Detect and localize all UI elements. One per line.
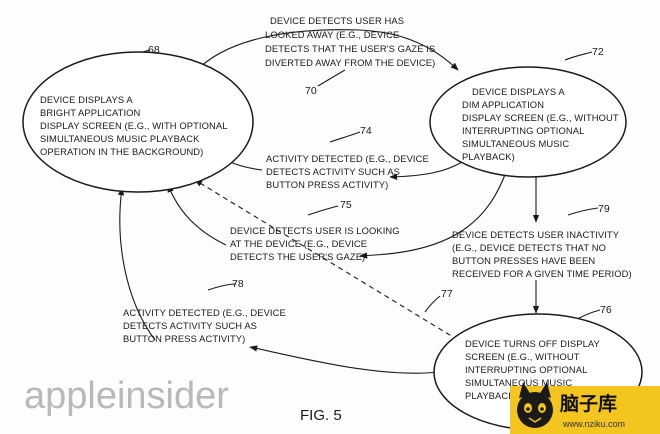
transition-looked-away-text: DEVICE DETECTS USER HAS LOOKED AWAY (E.G… — [265, 15, 438, 68]
leader-72 — [564, 51, 593, 61]
leader-75 — [307, 205, 339, 216]
leader-79 — [567, 207, 599, 216]
svg-text:www.nziku.com: www.nziku.com — [562, 419, 625, 429]
state-dim-text: DEVICE DISPLAYS A DIM APPLICATION DISPLA… — [462, 86, 621, 162]
leader-74 — [329, 131, 361, 143]
ref-78: 78 — [232, 278, 244, 290]
state-off-text: DEVICE TURNS OFF DISPLAY SCREEN (E.G., W… — [465, 338, 602, 401]
leader-78 — [207, 283, 237, 291]
ref-77: 77 — [441, 288, 453, 300]
ref-68: 68 — [148, 44, 160, 56]
state-dim-display — [429, 66, 627, 178]
ref-70: 70 — [305, 85, 317, 97]
nziku-watermark: 脑子库 www.nziku.com — [510, 382, 660, 434]
transition-activity-dim-text: ACTIVITY DETECTED (E.G., DEVICE DETECTS … — [266, 153, 432, 190]
ref-79: 79 — [598, 203, 610, 215]
appleinsider-watermark: appleinsider — [24, 375, 229, 417]
leader-77 — [424, 295, 441, 313]
svg-text:appleinsider: appleinsider — [24, 375, 229, 417]
ref-76: 76 — [600, 304, 612, 316]
edge-looked-away — [194, 29, 459, 73]
edge-looking-at-device — [359, 171, 507, 259]
state-bright-text: DEVICE DISPLAYS A BRIGHT APPLICATION DIS… — [40, 94, 230, 157]
ref-75: 75 — [340, 199, 352, 211]
leader-70 — [317, 69, 346, 87]
edge-looking-at-device-tail — [167, 184, 227, 246]
edge-activity-detected-dim — [389, 161, 463, 180]
transition-inactivity-text: DEVICE DETECTS USER INACTIVITY (E.G., DE… — [452, 229, 632, 279]
edge-activity-detected-off-tail — [117, 187, 156, 341]
figure-caption: FIG. 5 — [300, 407, 342, 424]
state-bright-display — [22, 51, 254, 193]
edge-activity-detected-off — [249, 345, 441, 374]
ref-72: 72 — [592, 46, 604, 58]
transition-looking-text: DEVICE DETECTS USER IS LOOKING AT THE DE… — [230, 225, 402, 262]
ref-74: 74 — [360, 125, 372, 137]
edge-dashed-77 — [194, 179, 459, 341]
svg-text:脑子库: 脑子库 — [559, 392, 617, 415]
transition-activity-off-text: ACTIVITY DETECTED (E.G., DEVICE DETECTS … — [123, 307, 289, 344]
cat-logo-icon — [517, 382, 553, 428]
